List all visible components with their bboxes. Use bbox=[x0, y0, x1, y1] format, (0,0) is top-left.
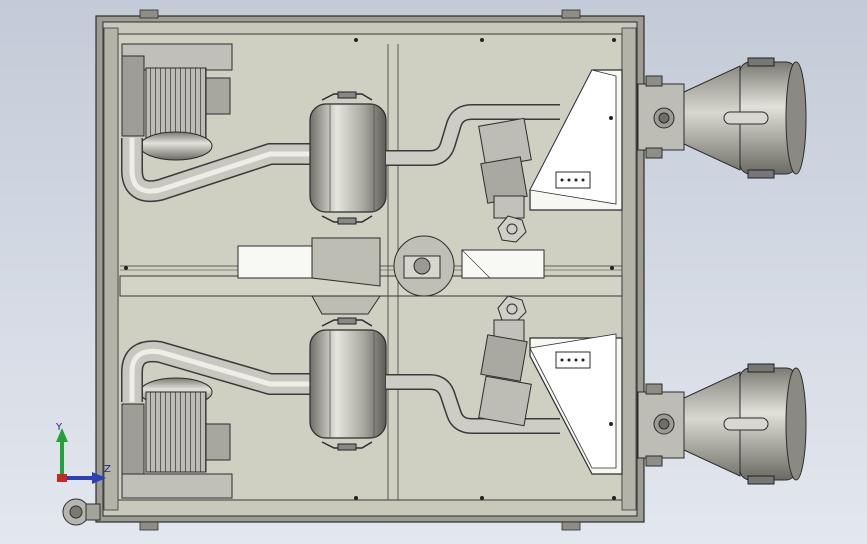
hopper-icon[interactable] bbox=[529, 69, 623, 211]
z-axis-label: Z bbox=[104, 464, 111, 475]
valve-icon[interactable] bbox=[478, 295, 532, 427]
duct-pipe-icon bbox=[121, 138, 312, 202]
filter-canister-icon[interactable] bbox=[309, 317, 387, 451]
blower-motor-icon[interactable] bbox=[121, 43, 233, 161]
filter-canister-icon[interactable] bbox=[309, 91, 387, 225]
coordinate-triad[interactable]: Y Z bbox=[48, 418, 128, 498]
burner-icon[interactable] bbox=[637, 57, 807, 179]
fitting-icon bbox=[62, 498, 101, 526]
transfer-chamber bbox=[237, 235, 545, 315]
duct-pipe-icon bbox=[386, 374, 560, 434]
burner-icon[interactable] bbox=[637, 363, 807, 485]
blower-motor-icon[interactable] bbox=[121, 377, 233, 499]
axis-triad-icon bbox=[56, 428, 106, 484]
y-axis-label: Y bbox=[56, 422, 63, 433]
hopper-icon[interactable] bbox=[529, 333, 623, 475]
valve-icon[interactable] bbox=[478, 117, 532, 243]
duct-pipe-icon bbox=[121, 340, 312, 402]
duct-pipe-icon bbox=[386, 104, 560, 166]
